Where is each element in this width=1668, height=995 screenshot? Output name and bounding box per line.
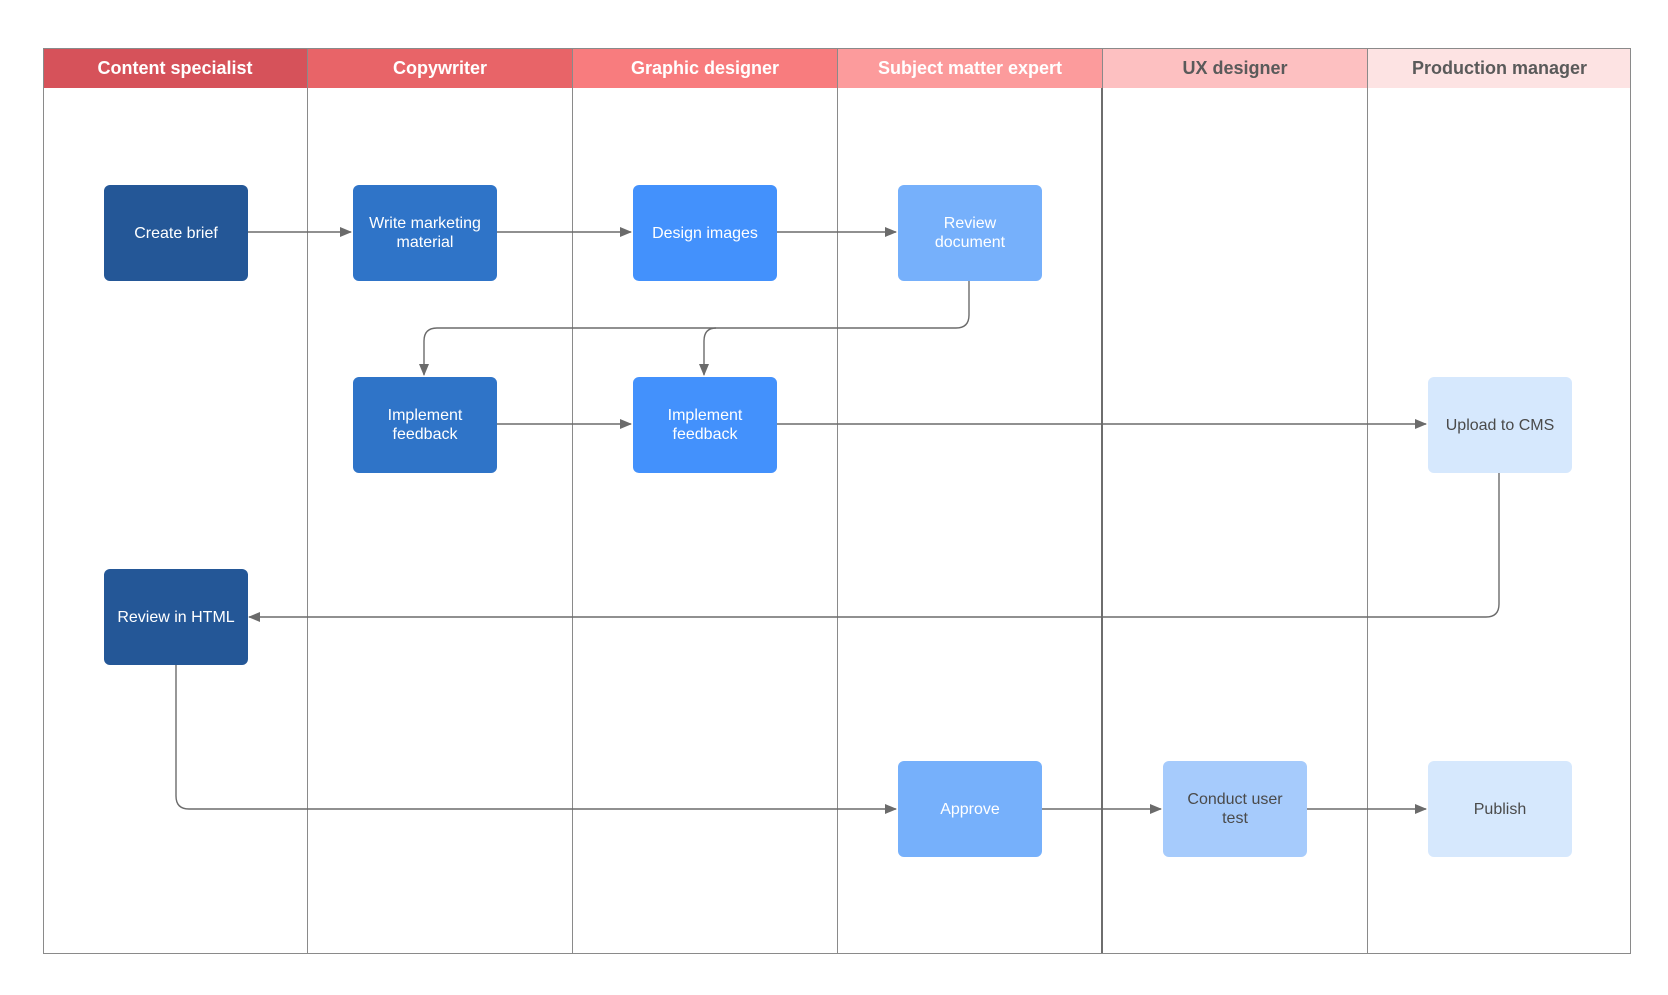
- node-write-marketing-material[interactable]: Write marketing material: [353, 185, 497, 281]
- node-review-document[interactable]: Review document: [898, 185, 1042, 281]
- node-publish[interactable]: Publish: [1428, 761, 1572, 857]
- lane-header-graphic-designer[interactable]: Graphic designer: [573, 48, 838, 88]
- lane-header-copywriter[interactable]: Copywriter: [308, 48, 573, 88]
- node-upload-to-cms[interactable]: Upload to CMS: [1428, 377, 1572, 473]
- node-conduct-user-test[interactable]: Conduct user test: [1163, 761, 1307, 857]
- node-implement-feedback-designer[interactable]: Implement feedback: [633, 377, 777, 473]
- lane-header-ux-designer[interactable]: UX designer: [1103, 48, 1368, 88]
- lane-header-subject-matter-expert[interactable]: Subject matter expert: [838, 48, 1103, 88]
- node-review-in-html[interactable]: Review in HTML: [104, 569, 248, 665]
- node-create-brief[interactable]: Create brief: [104, 185, 248, 281]
- node-design-images[interactable]: Design images: [633, 185, 777, 281]
- node-approve[interactable]: Approve: [898, 761, 1042, 857]
- lane-header-content-specialist[interactable]: Content specialist: [43, 48, 308, 88]
- lane-header-production-manager[interactable]: Production manager: [1368, 48, 1631, 88]
- node-implement-feedback-copywriter[interactable]: Implement feedback: [353, 377, 497, 473]
